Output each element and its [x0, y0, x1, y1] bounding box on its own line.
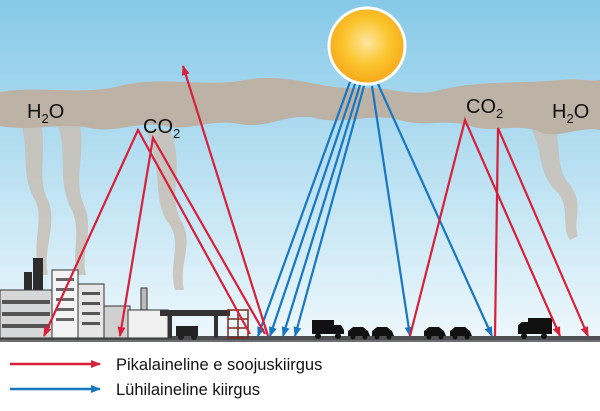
atmosphere-cloud-band: [0, 77, 600, 135]
truck-icon-left: [312, 320, 344, 339]
shortwave-rays: [256, 81, 494, 337]
h2o-label-left: H2O: [27, 101, 64, 126]
sun-icon: [327, 6, 407, 86]
longwave-rays: [42, 65, 590, 337]
car-icon-1: [348, 327, 370, 340]
legend-longwave-label: Pikalaineline e soojuskiirgus: [116, 356, 322, 374]
legend-longwave: Pikalaineline e soojuskiirgus: [10, 356, 322, 374]
legend-shortwave: Lühilaineline kiirgus: [10, 381, 260, 399]
smoke-plumes: [20, 110, 578, 290]
legend-shortwave-label: Lühilaineline kiirgus: [116, 381, 260, 399]
car-icon-3: [424, 327, 446, 340]
car-icon-2: [372, 327, 394, 340]
legend-panel: [0, 342, 600, 411]
factory-icon: [0, 258, 249, 340]
ground-edge: [0, 336, 600, 340]
car-icon-4: [450, 327, 472, 340]
co2-label-left: CO2: [143, 116, 180, 141]
truck-icon-right: [518, 318, 552, 339]
h2o-label-right: H2O: [552, 101, 589, 126]
co2-label-right: CO2: [466, 96, 503, 121]
